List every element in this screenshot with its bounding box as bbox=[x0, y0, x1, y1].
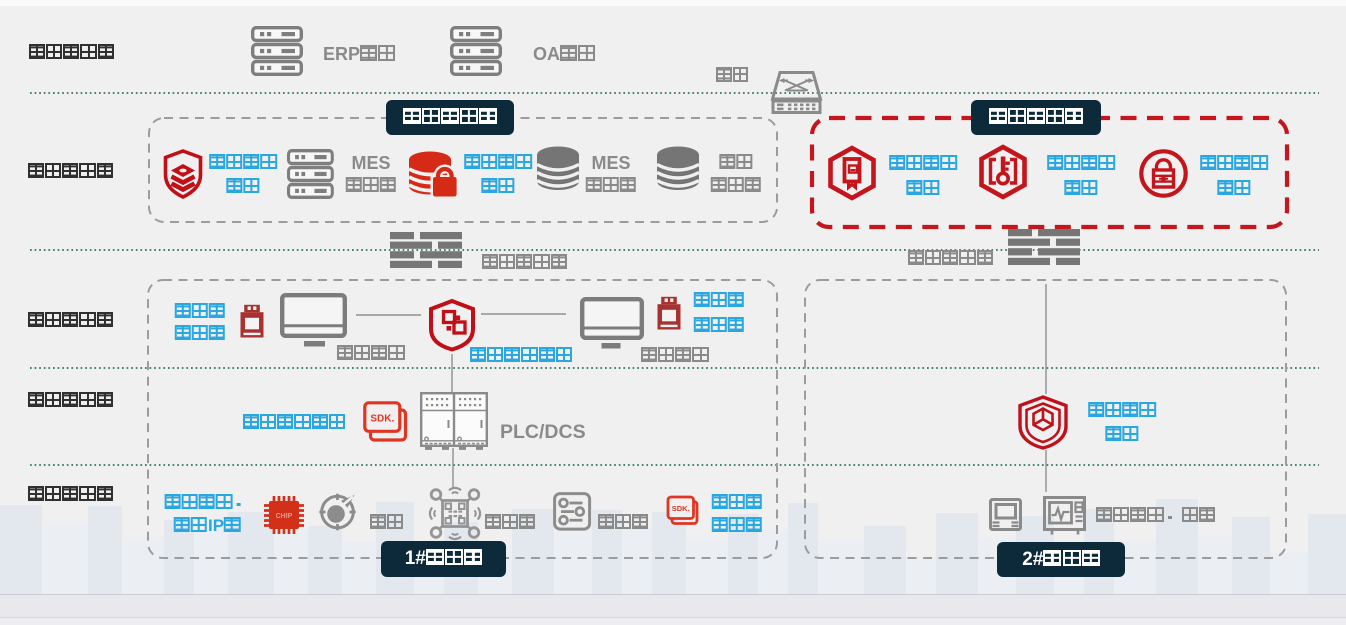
svg-text:SDK.: SDK. bbox=[672, 504, 690, 513]
svg-text:SDK.: SDK. bbox=[370, 413, 394, 424]
svg-text:CHIP: CHIP bbox=[276, 513, 293, 520]
